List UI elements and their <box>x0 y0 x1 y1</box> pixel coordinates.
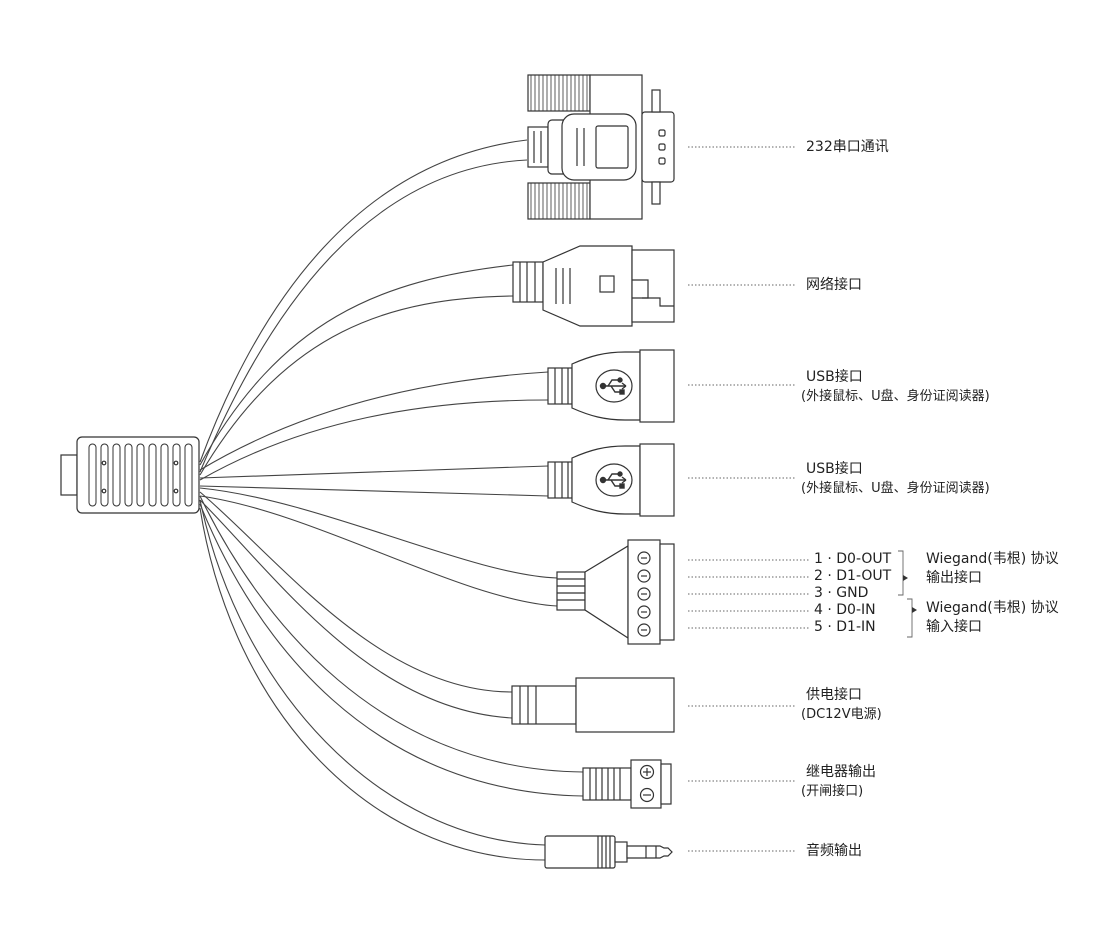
wiegand-pin-1: 1 · D0-OUT <box>814 551 892 567</box>
wiegand-pin-4: 4 · D0-IN <box>814 602 876 618</box>
label-relay-sub: (开闸接口) <box>801 784 864 799</box>
plus-icon <box>639 764 655 780</box>
wiegand-pin-5: 5 · D1-IN <box>814 619 876 635</box>
bracket-arrow-out <box>903 575 908 581</box>
relay-connector <box>582 759 672 809</box>
label-usb-2: USB接口 <box>806 461 863 477</box>
bracket-arrow-in <box>912 607 917 613</box>
label-usb-2-sub: (外接鼠标、U盘、身份证阅读器) <box>801 481 990 496</box>
power-connector <box>511 677 675 733</box>
label-usb-1-sub: (外接鼠标、U盘、身份证阅读器) <box>801 389 990 404</box>
usb-symbol-icon <box>599 471 627 489</box>
label-relay: 继电器输出 <box>806 764 876 780</box>
label-audio: 音频输出 <box>806 843 862 859</box>
wiegand-terminal-block <box>556 539 675 645</box>
wiegand-brackets <box>898 550 913 638</box>
leader-lines <box>688 146 810 852</box>
audio-jack-icon <box>544 835 673 869</box>
wiegand-in-sub: 输入接口 <box>926 619 982 635</box>
label-power: 供电接口 <box>806 687 862 703</box>
wiegand-out-title: Wiegand(韦根) 协议 <box>926 551 1059 567</box>
minus-icon <box>639 787 655 803</box>
cables <box>199 139 584 861</box>
wiegand-in-title: Wiegand(韦根) 协议 <box>926 600 1059 616</box>
usb-symbol-icon <box>599 377 627 395</box>
label-usb-1: USB接口 <box>806 369 863 385</box>
usb-connector-2 <box>547 443 675 517</box>
rj45-connector-icon <box>512 245 675 327</box>
main-connector-body <box>60 436 200 514</box>
label-serial-232: 232串口通讯 <box>806 139 889 155</box>
db9-connector-icon <box>527 74 675 220</box>
wiegand-pin-2: 2 · D1-OUT <box>814 568 892 584</box>
wiegand-pin-3: 3 · GND <box>814 585 869 601</box>
wiegand-out-sub: 输出接口 <box>926 570 982 586</box>
label-power-sub: (DC12V电源) <box>801 707 882 722</box>
label-network: 网络接口 <box>806 277 862 293</box>
